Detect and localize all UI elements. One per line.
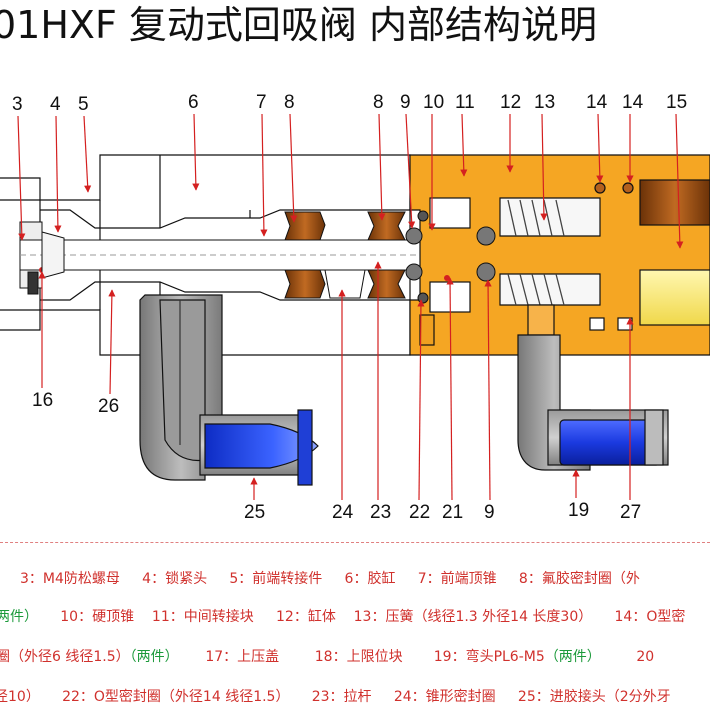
callout-9b: 9 xyxy=(484,502,495,523)
legend-item-11: 11：中间转接块 xyxy=(151,609,254,625)
callout-13: 13 xyxy=(534,92,555,113)
leader-lines xyxy=(17,113,684,501)
legend-item-15-spec: 圈（外径6 线径1.5） xyxy=(0,649,130,665)
legend-item-4: 4：锁紧头 xyxy=(142,571,208,587)
callout-16: 16 xyxy=(32,390,53,411)
legend-item-14: 14：O型密 xyxy=(614,609,686,625)
callout-21: 21 xyxy=(442,502,463,523)
legend-item-19: 19：弯头PL6-M5 xyxy=(433,649,545,665)
callout-12: 12 xyxy=(500,92,521,113)
legend-item-8: 8：氟胶密封圈（外 xyxy=(518,571,640,587)
callout-3: 3 xyxy=(12,94,23,115)
legend-row-1: 3：M4防松螺母 4：锁紧头 5：前端转接件 6：胶缸 7：前端顶锥 8：氟胶密… xyxy=(20,568,640,588)
legend-item-20: 20 xyxy=(636,649,655,665)
legend-item-7: 7：前端顶锥 xyxy=(417,571,497,587)
callout-labels: 3 4 5 6 7 8 8 9 10 11 12 13 14 14 15 16 … xyxy=(12,92,687,523)
callout-24: 24 xyxy=(332,502,354,523)
callout-4: 4 xyxy=(50,94,61,115)
legend-quantity-note-2: （两件） xyxy=(129,649,179,665)
elbow-fitting xyxy=(517,334,669,471)
callout-22: 22 xyxy=(409,502,430,523)
legend-item-21-spec: 径10） xyxy=(0,689,40,705)
legend-item-10: 10：硬顶锥 xyxy=(60,609,135,625)
legend-divider xyxy=(0,542,710,543)
callout-6: 6 xyxy=(188,92,199,113)
legend-row-3: 圈（外径6 线径1.5）（两件） 17：上压盖 18：上限位块 19：弯头PL6… xyxy=(0,646,654,666)
legend-item-13: 13：压簧（线径1.3 外径14 长度30） xyxy=(353,609,593,625)
legend-item-12: 12：缸体 xyxy=(276,609,336,625)
legend-item-17: 17：上压盖 xyxy=(205,649,280,665)
callout-26: 26 xyxy=(98,396,119,417)
callout-10: 10 xyxy=(423,92,444,113)
callout-11: 11 xyxy=(455,92,475,113)
legend-quantity-note-3: （两件） xyxy=(544,649,601,665)
legend-item-25: 25：进胶接头（2分外牙 xyxy=(517,689,671,705)
legend-row-4: 径10） 22：O型密封圈（外径14 线径1.5） 23：拉杆 24：锥形密封圈… xyxy=(0,686,671,706)
legend-item-23: 23：拉杆 xyxy=(311,689,372,705)
legend-item-3: 3：M4防松螺母 xyxy=(20,571,120,587)
callout-14b: 14 xyxy=(622,92,644,113)
legend-item-24: 24：锥形密封圈 xyxy=(393,689,496,705)
callout-25: 25 xyxy=(244,502,265,523)
cylinder-body xyxy=(409,154,710,356)
legend-item-6: 6：胶缸 xyxy=(344,571,396,587)
callout-27: 27 xyxy=(620,502,641,523)
fluoro-seals xyxy=(284,211,406,299)
valve-cross-section-diagram: 3 4 5 6 7 8 8 9 10 11 12 13 14 14 15 16 … xyxy=(0,92,710,523)
legend-item-22: 22：O型密封圈（外径14 线径1.5） xyxy=(62,689,290,705)
legend-item-18: 18：上限位块 xyxy=(314,649,403,665)
callout-14a: 14 xyxy=(586,92,608,113)
callout-15: 15 xyxy=(666,92,687,113)
spring xyxy=(507,199,565,306)
page-title: 01HXF 复动式回吸阀 内部结构说明 xyxy=(0,3,597,47)
legend-row-2: 两件） 10：硬顶锥 11：中间转接块 12：缸体 13：压簧（线径1.3 外径… xyxy=(0,606,685,626)
parts-legend: 3：M4防松螺母 4：锁紧头 5：前端转接件 6：胶缸 7：前端顶锥 8：氟胶密… xyxy=(0,540,710,710)
legend-quantity-note: 两件） xyxy=(0,609,38,625)
callout-7: 7 xyxy=(256,92,267,113)
callout-5: 5 xyxy=(78,94,89,115)
legend-item-5: 5：前端转接件 xyxy=(229,571,323,587)
callout-8b: 8 xyxy=(373,92,384,113)
callout-9a: 9 xyxy=(400,92,411,113)
callout-23: 23 xyxy=(370,502,391,523)
callout-19: 19 xyxy=(568,500,589,521)
inlet-fitting xyxy=(139,294,319,486)
callout-8a: 8 xyxy=(284,92,295,113)
lock-nut xyxy=(19,221,65,295)
